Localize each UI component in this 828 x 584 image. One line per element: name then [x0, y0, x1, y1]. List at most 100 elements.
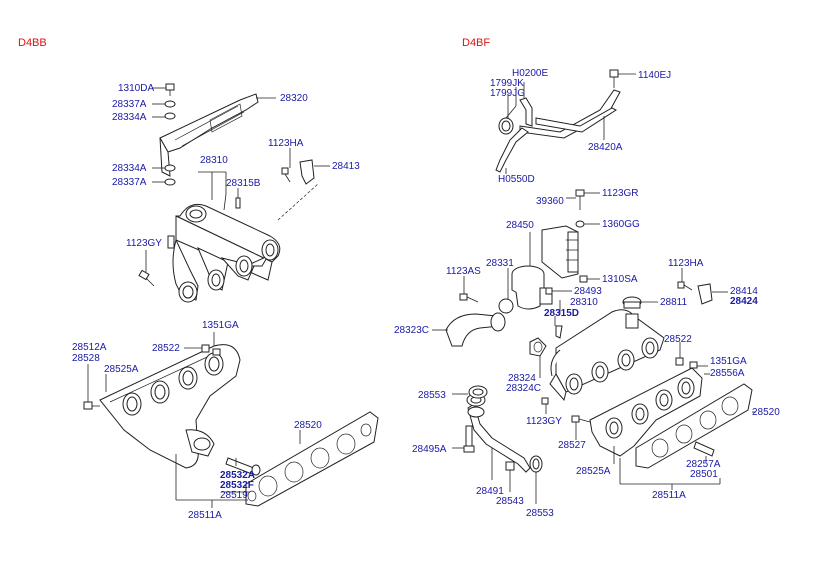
label-28543: 28543: [496, 496, 524, 507]
label-28320: 28320: [280, 93, 308, 104]
label-28553-top: 28553: [418, 390, 446, 401]
label-28450: 28450: [506, 220, 534, 231]
engine-title-d4bf: D4BF: [462, 37, 490, 49]
gasket-r28520-drawing: [635, 383, 753, 469]
label-28424: 28424: [730, 296, 758, 307]
gasket-28331-drawing: [498, 298, 514, 314]
stud-28532a-drawing: [225, 457, 261, 476]
bracket-28413-drawing: [299, 159, 315, 185]
label-r28525a: 28525A: [576, 466, 611, 477]
label-1123ha: 1123HA: [268, 138, 304, 149]
bolt-28512a-drawing: [83, 401, 100, 410]
label-28334a-bot: 28334A: [112, 163, 147, 174]
bolt-1123as-drawing: [459, 293, 479, 303]
washer-1360gg-drawing: [575, 220, 585, 228]
pipe-28323c-drawing: [445, 312, 506, 347]
label-28501: 28501: [690, 469, 718, 480]
label-28324c: 28324C: [506, 383, 541, 394]
hose-h0200e-drawing: [519, 97, 533, 127]
washer-28337a-lower-drawing: [164, 178, 176, 186]
label-r28310: 28310: [570, 297, 598, 308]
label-1360gg: 1360GG: [602, 219, 640, 230]
label-1123gy-right: 1123GY: [526, 416, 562, 427]
bolt-28493-drawing: [545, 287, 562, 295]
stud-28315b-drawing: [235, 197, 241, 209]
label-1123gy: 1123GY: [126, 238, 162, 249]
nut-28543-drawing: [505, 461, 515, 471]
nut-28522-drawing: [201, 344, 221, 356]
label-28511a: 28511A: [188, 510, 222, 521]
label-r28520: 28520: [752, 407, 780, 418]
label-1140ej: 1140EJ: [638, 70, 671, 81]
bolt-28495a-drawing: [463, 425, 475, 453]
bolt-1123ha-drawing: [281, 167, 291, 183]
bolt-1140ej-drawing: [609, 69, 619, 88]
cap-28811-drawing: [622, 296, 642, 309]
stud-28257a-drawing: [693, 441, 715, 457]
label-28532a: 28532A: [220, 470, 255, 481]
gasket-28553-bottom-drawing: [529, 455, 543, 473]
label-r28511a: 28511A: [652, 490, 686, 501]
intake-manifold-28310-drawing: [172, 203, 281, 303]
egr-pipe-28420a-drawing: [519, 89, 621, 139]
label-28315b: 28315B: [226, 178, 261, 189]
label-28414: 28414: [730, 286, 758, 297]
label-28493: 28493: [574, 286, 602, 297]
label-28337a-top: 28337A: [112, 99, 147, 110]
nut-1310sa-drawing: [579, 275, 588, 283]
label-28323c: 28323C: [394, 325, 429, 336]
bolt-1123gr-drawing: [575, 189, 585, 210]
label-28527: 28527: [558, 440, 586, 451]
exhaust-manifold-r28511a-drawing: [589, 367, 703, 457]
label-28522: 28522: [152, 343, 180, 354]
left-callouts: 1310DA 28337A 28334A 28320 28334A 28337A…: [72, 83, 360, 521]
label-28337a-bot: 28337A: [112, 177, 147, 188]
label-28532f: 28532F: [220, 480, 254, 491]
label-1310sa: 1310SA: [602, 274, 638, 285]
label-28520: 28520: [294, 420, 322, 431]
bolt-1123gy-right-drawing: [541, 397, 549, 405]
hose-h0550d-drawing: [495, 127, 529, 173]
clip-28315d-drawing: [555, 325, 563, 339]
intake-manifold-r28310-drawing: [549, 309, 665, 402]
exhaust-pipe-28491-drawing: [466, 393, 531, 473]
label-28495a: 28495A: [412, 444, 447, 455]
label-28528: 28528: [72, 353, 100, 364]
gasket-28324-drawing: [529, 337, 547, 357]
label-1310da: 1310DA: [118, 83, 154, 94]
label-28331: 28331: [486, 258, 514, 269]
label-1799jg: 1799JG: [490, 88, 525, 99]
label-1351ga-right: 1351GA: [710, 356, 747, 367]
label-1799jk: 1799JK: [490, 78, 524, 89]
washer-28337a-drawing: [164, 100, 176, 108]
gasket-28553-top-drawing: [468, 385, 488, 399]
label-28556a: 28556A: [710, 368, 745, 379]
label-28310: 28310: [200, 155, 228, 166]
bracket-39360-drawing: [541, 225, 579, 279]
label-1123as: 1123AS: [446, 266, 481, 277]
gasket-28520-drawing: [245, 411, 379, 507]
label-39360: 39360: [536, 196, 564, 207]
washer-28334a-lower-drawing: [164, 164, 176, 172]
label-28553-bot: 28553: [526, 508, 554, 519]
bolt-1123gy-drawing: [138, 269, 155, 287]
label-28491: 28491: [476, 486, 504, 497]
label-28512a: 28512A: [72, 342, 107, 353]
engine-title-d4bb: D4BB: [18, 37, 47, 49]
label-1351ga: 1351GA: [202, 320, 239, 331]
label-28334a-top: 28334A: [112, 112, 147, 123]
washer-28334a-drawing: [164, 112, 176, 120]
exhaust-manifold-28511a-drawing: [99, 344, 241, 469]
bolt-1123ha-right-drawing: [677, 281, 693, 291]
label-28413: 28413: [332, 161, 360, 172]
label-28257a: 28257A: [686, 459, 721, 470]
label-28522-right: 28522: [664, 334, 692, 345]
stud-manifold-left-drawing: [167, 235, 175, 249]
label-1123ha-right: 1123HA: [668, 258, 704, 269]
label-28519: 28519: [220, 490, 248, 501]
bracket-28414-drawing: [697, 283, 713, 305]
label-1123gr: 1123GR: [602, 188, 639, 199]
bolt-28527-drawing: [571, 415, 591, 423]
